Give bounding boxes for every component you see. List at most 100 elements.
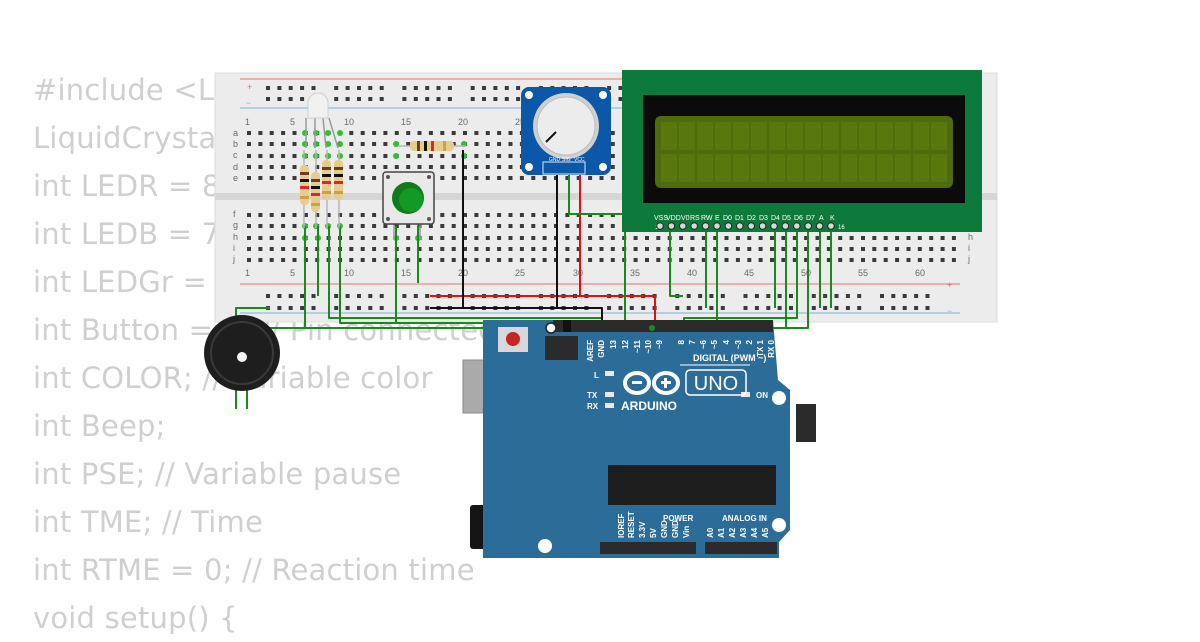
breadboard-rail-hole (493, 97, 498, 101)
breadboard-hole (872, 258, 877, 262)
header-pin-1 (563, 320, 571, 332)
lcd-cell (751, 154, 767, 182)
breadboard-rail-hole (823, 294, 828, 298)
lcd-pin-label: D0 (723, 215, 732, 222)
breadboard-hole (849, 236, 854, 240)
breadboard-rail-hole (777, 294, 782, 298)
breadboard-rail-hole (618, 86, 623, 90)
breadboard-hole (474, 165, 479, 169)
breadboard-hole (861, 247, 865, 251)
breadboard-hole (406, 154, 411, 158)
breadboard-hole (565, 247, 570, 251)
breadboard-hole (269, 247, 274, 251)
power-header (600, 542, 696, 554)
breadboard-hole (474, 131, 479, 135)
lcd-pin-label: E (715, 215, 720, 222)
breadboard-hole (656, 236, 661, 240)
breadboard-rail-hole (516, 97, 521, 101)
breadboard-hole-active (302, 153, 308, 159)
pot-pin-label: GND (549, 157, 561, 163)
resistor-band (311, 186, 320, 189)
lcd-pin-label: VDD (666, 215, 681, 222)
breadboard-rail-hole (402, 97, 407, 101)
breadboard-rail-hole (402, 294, 407, 298)
wire-junctions (545, 322, 655, 334)
breadboard-hole-active (313, 141, 319, 147)
lcd-cell (661, 154, 677, 182)
logo-loop-left (623, 371, 651, 395)
breadboard-hole-active (393, 153, 399, 159)
breadboard-hole (349, 154, 354, 158)
breadboard-hole (929, 236, 934, 240)
breadboard-hole (804, 236, 809, 240)
lcd-character-cells (661, 122, 947, 182)
digital-pin-label: ~5 (710, 339, 719, 349)
breadboard-hole (610, 224, 615, 228)
lcd-cell (913, 154, 929, 182)
breadboard-hole (474, 213, 479, 217)
breadboard-hole (645, 258, 649, 262)
breadboard-rail-hole (357, 97, 361, 101)
lcd-cell (913, 122, 929, 150)
breadboard-hole (599, 224, 604, 228)
breadboard-rail-hole (709, 306, 714, 310)
pot-pin-label: VCC (574, 157, 585, 163)
breadboard-hole (463, 213, 467, 217)
breadboard-hole (542, 247, 547, 251)
breadboard-hole (281, 236, 286, 240)
button-corner (427, 217, 431, 221)
breadboard-hole-active (313, 130, 319, 136)
breadboard-hole (531, 258, 536, 262)
breadboard-hole (258, 247, 263, 251)
power-pin-label: IOREF (617, 513, 626, 538)
breadboard-hole (690, 258, 695, 262)
breadboard-hole (383, 142, 388, 146)
reset-button[interactable] (506, 332, 520, 346)
breadboard-hole (713, 247, 718, 251)
rail-plus-top: + (247, 82, 252, 92)
breadboard-rail-hole (288, 97, 293, 101)
breadboard-hole (315, 213, 320, 217)
breadboard-hole (372, 258, 377, 262)
breadboard-rail-hole (834, 294, 839, 298)
button-corner (427, 175, 431, 179)
lcd-pin (827, 222, 835, 230)
breadboard-hole (247, 131, 251, 135)
breadboard-hole (372, 142, 377, 146)
breadboard-rail-hole (345, 306, 350, 310)
row-letter: g (233, 220, 238, 230)
breadboard-hole (349, 213, 354, 217)
breadboard-hole (542, 258, 547, 262)
pot-knob[interactable] (536, 96, 596, 156)
code-line: int LEDGr = 6 (33, 265, 236, 299)
breadboard-rail-hole (277, 97, 282, 101)
breadboard-hole (485, 236, 490, 240)
lcd-pin (747, 222, 756, 230)
breadboard-hole (758, 258, 763, 262)
row-letter: j (967, 254, 970, 264)
lcd-pin (713, 222, 721, 230)
breadboard-rail-hole (425, 86, 430, 90)
power-pin-label: RESET (627, 511, 636, 538)
breadboard-hole (951, 258, 956, 262)
breadboard-hole (247, 142, 251, 146)
potentiometer[interactable]: GND SIG VCC (521, 87, 611, 175)
col-num: 30 (573, 268, 583, 278)
breadboard-hole (508, 131, 513, 135)
breadboard-hole (451, 224, 456, 228)
breadboard-hole (497, 258, 502, 262)
lcd-cell (931, 122, 947, 150)
lcd-pin-label: A (819, 215, 824, 222)
icsp-header (545, 336, 578, 360)
breadboard-rail-hole (447, 97, 452, 101)
breadboard-hole (463, 224, 467, 228)
lcd-cell (859, 154, 875, 182)
pushbutton[interactable] (382, 171, 435, 240)
lcd-pin (656, 222, 664, 230)
breadboard-rail-hole (379, 97, 384, 101)
resistor (334, 150, 343, 228)
breadboard-hole (281, 258, 286, 262)
lcd-pin (667, 222, 676, 230)
digital-pin-label: AREF (586, 340, 595, 362)
lcd-pin-labels: VSS VDD V0 RS RW E D0 D1 D2 D3 D4 D5 D6 … (654, 215, 845, 231)
